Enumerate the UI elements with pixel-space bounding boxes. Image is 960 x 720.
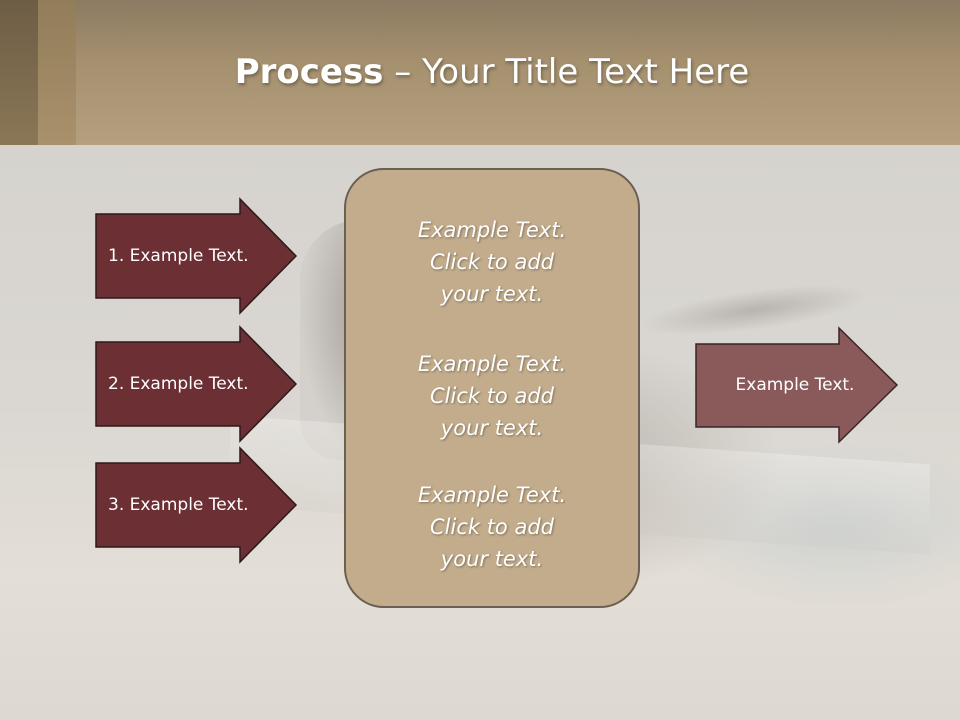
arrow-shape-1 (95, 197, 298, 315)
result-arrow-label: Example Text. (735, 375, 855, 395)
arrow-shape-3 (95, 446, 298, 564)
center-paragraph-3-line-2: Click to add (429, 515, 554, 539)
center-paragraph-2-line-3: your text. (440, 416, 544, 440)
center-paragraph-2-line-2: Click to add (429, 384, 554, 408)
center-paragraph-2: Example Text. Click to add your text. (346, 348, 638, 444)
header-band: Process – Your Title Text Here (0, 0, 960, 145)
center-text-box[interactable]: Example Text. Click to add your text. Ex… (344, 168, 640, 608)
process-arrow-3-label: 3. Example Text. (108, 495, 249, 515)
center-paragraph-1-line-1: Example Text. (417, 218, 567, 242)
header-edge-dark (0, 0, 38, 145)
center-paragraph-3-line-3: your text. (440, 547, 544, 571)
slide-title-bold: Process (234, 52, 384, 92)
header-edge-mid (38, 0, 76, 145)
center-paragraph-3: Example Text. Click to add your text. (346, 479, 638, 575)
arrow-shape-2 (95, 325, 298, 443)
slide-title[interactable]: Process – Your Title Text Here (0, 52, 960, 92)
slide-title-rest: – Your Title Text Here (383, 52, 750, 92)
center-paragraph-1-line-2: Click to add (429, 250, 554, 274)
process-arrow-1-label: 1. Example Text. (108, 246, 249, 266)
center-paragraph-1-line-3: your text. (440, 282, 544, 306)
result-arrow[interactable]: Example Text. (695, 326, 899, 444)
process-arrow-3[interactable]: 3. Example Text. (95, 446, 298, 564)
center-paragraph-2-line-1: Example Text. (417, 352, 567, 376)
center-paragraph-3-line-1: Example Text. (417, 483, 567, 507)
process-arrow-1[interactable]: 1. Example Text. (95, 197, 298, 315)
center-paragraph-1: Example Text. Click to add your text. (346, 214, 638, 310)
result-arrow-shape (695, 326, 899, 444)
process-arrow-2[interactable]: 2. Example Text. (95, 325, 298, 443)
process-arrow-2-label: 2. Example Text. (108, 374, 249, 394)
